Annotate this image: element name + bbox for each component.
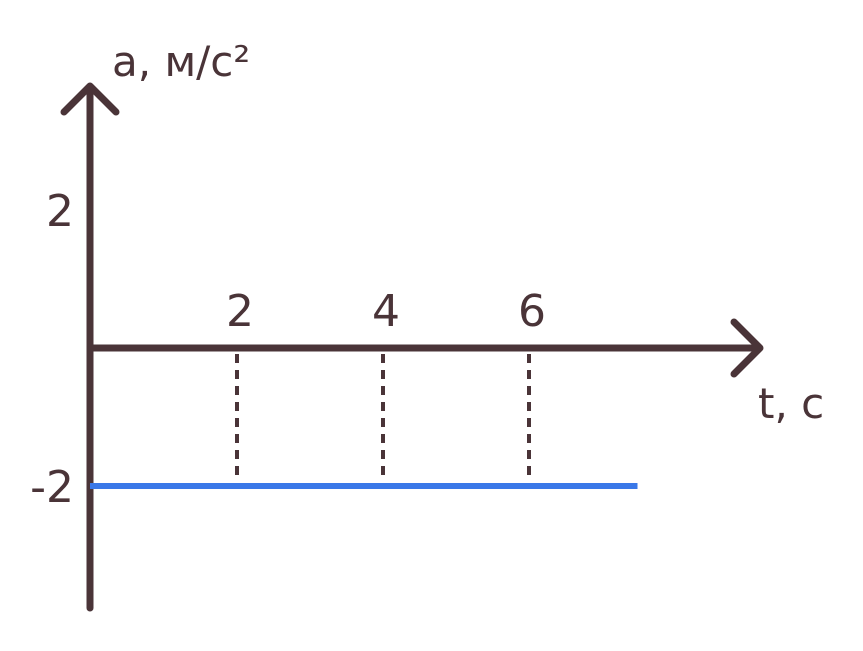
y-axis-arrow bbox=[60, 82, 120, 116]
y-tick-label: 2 bbox=[46, 186, 74, 237]
x-tick-label: 4 bbox=[372, 286, 400, 337]
x-axis-arrow bbox=[730, 318, 764, 378]
x-tick-label: 2 bbox=[226, 286, 254, 337]
x-axis-title: t, c bbox=[758, 379, 824, 428]
x-tick-label: 6 bbox=[518, 286, 546, 337]
y-axis-title: a, м/с² bbox=[112, 37, 250, 86]
y-tick-label: -2 bbox=[30, 462, 74, 513]
